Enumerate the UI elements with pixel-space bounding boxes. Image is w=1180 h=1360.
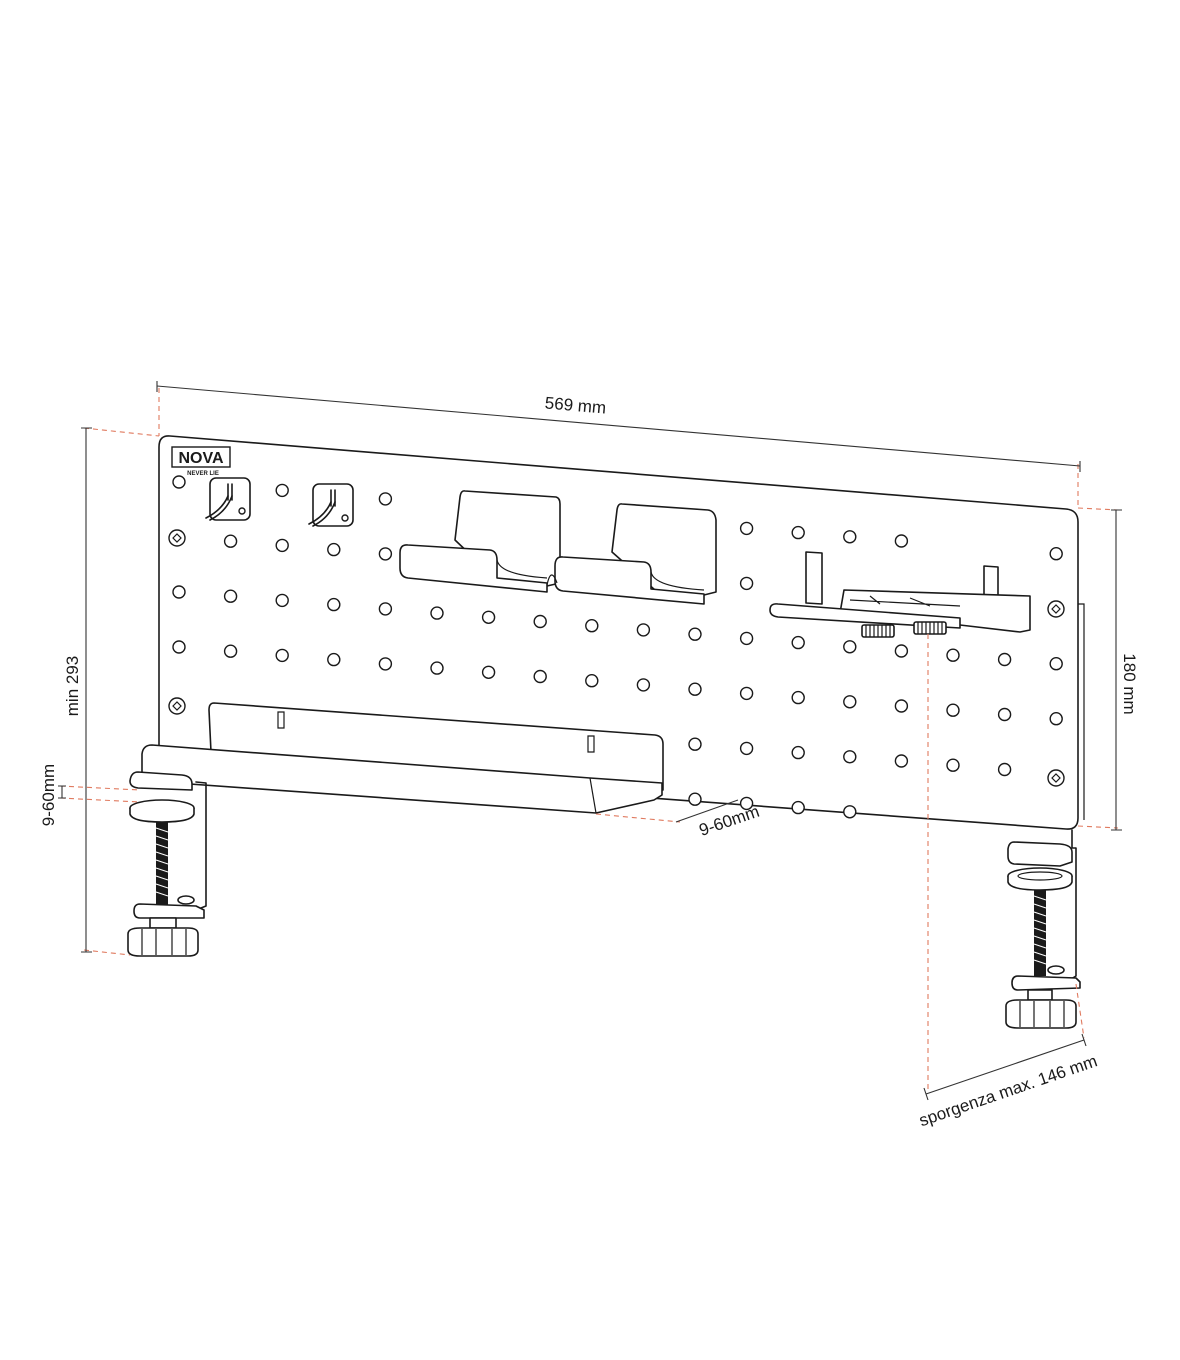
dimension-width: 569 mm xyxy=(156,381,1081,472)
peg-hole xyxy=(378,602,393,616)
clamp-left xyxy=(127,771,207,957)
peg-hole xyxy=(688,682,702,696)
peg-hole xyxy=(533,614,547,629)
peg-hole xyxy=(1049,712,1063,726)
dimension-min-height: min 293 xyxy=(63,427,92,953)
dimension-clamp-left: 9-60mm xyxy=(39,764,66,826)
peg-hole xyxy=(585,674,599,688)
peg-hole xyxy=(223,644,238,658)
cradle-holder-left xyxy=(399,490,561,593)
overhang-label: sporgenza max. 146 mm xyxy=(917,1051,1100,1130)
peg-hole xyxy=(739,631,754,646)
peg-hole xyxy=(997,762,1012,777)
screw-icon xyxy=(1047,769,1065,787)
hook-middle xyxy=(308,483,354,527)
peg-hole xyxy=(688,792,702,806)
peg-hole xyxy=(275,538,289,553)
peg-hole xyxy=(636,623,651,637)
brand-logo: NOVA NEVER LIE xyxy=(171,446,231,477)
peg-hole xyxy=(843,530,857,544)
peg-hole xyxy=(843,750,857,764)
peg-hole xyxy=(946,703,960,717)
width-label: 569 mm xyxy=(544,393,607,417)
peg-hole xyxy=(327,652,341,667)
dimension-overhang: sporgenza max. 146 mm xyxy=(917,1033,1100,1130)
peg-hole xyxy=(791,635,805,650)
peg-hole xyxy=(791,690,805,705)
peg-hole xyxy=(223,534,238,548)
peg-hole xyxy=(739,796,754,811)
hook-left xyxy=(205,477,251,521)
clamp-range-shelf-label: 9-60mm xyxy=(697,802,762,840)
peg-hole xyxy=(533,669,547,684)
screw-icons xyxy=(168,529,1065,787)
peg-hole xyxy=(1049,657,1063,671)
logo-name: NOVA xyxy=(178,450,223,467)
peg-hole xyxy=(739,741,754,756)
peg-hole xyxy=(688,627,702,641)
peg-hole xyxy=(843,695,857,709)
peg-hole xyxy=(946,648,960,662)
panel-height-label: 180 mm xyxy=(1120,653,1139,714)
cradle-holder-right xyxy=(546,503,717,605)
adjustable-tray xyxy=(769,551,1031,638)
peg-hole xyxy=(636,678,651,692)
peg-hole xyxy=(739,686,754,701)
dimension-clamp-shelf: 9-60mm xyxy=(675,799,762,840)
screw-icon xyxy=(168,529,186,547)
peg-hole xyxy=(894,754,909,768)
peg-hole xyxy=(997,652,1012,667)
peg-hole xyxy=(378,547,393,561)
peg-hole xyxy=(481,610,496,624)
peg-hole xyxy=(739,576,754,591)
peg-hole xyxy=(172,475,186,489)
bottom-shelf xyxy=(141,702,664,814)
peg-hole xyxy=(172,640,186,654)
peg-hole xyxy=(275,483,289,498)
peg-hole xyxy=(688,737,702,751)
peg-hole xyxy=(430,661,444,675)
peg-hole xyxy=(223,589,238,603)
peg-hole xyxy=(843,805,857,819)
peg-hole xyxy=(894,644,909,658)
peg-hole xyxy=(327,542,341,557)
peg-hole xyxy=(378,657,393,671)
peg-hole xyxy=(172,585,186,599)
peg-hole xyxy=(791,745,805,760)
peg-hole xyxy=(378,492,393,506)
clamp-right xyxy=(1005,829,1081,1029)
screw-icon xyxy=(168,697,186,715)
pegboard-holes xyxy=(172,475,1063,819)
screw-icon xyxy=(1047,600,1065,618)
peg-hole xyxy=(481,665,496,679)
peg-hole xyxy=(894,699,909,713)
peg-hole xyxy=(791,525,805,540)
peg-hole xyxy=(1049,547,1063,561)
dimension-panel-height: 180 mm xyxy=(1111,509,1139,831)
peg-hole xyxy=(430,606,444,620)
peg-hole xyxy=(894,534,909,548)
peg-hole xyxy=(791,800,805,815)
peg-hole xyxy=(739,521,754,536)
min-height-label: min 293 xyxy=(63,656,82,716)
peg-hole xyxy=(275,593,289,608)
peg-hole xyxy=(275,648,289,663)
logo-tagline: NEVER LIE xyxy=(187,471,219,477)
peg-hole xyxy=(946,758,960,772)
clamp-range-left-label: 9-60mm xyxy=(39,764,58,826)
extension-lines xyxy=(59,388,1119,1092)
peg-hole xyxy=(327,597,341,612)
peg-hole xyxy=(997,707,1012,722)
peg-hole xyxy=(585,619,599,633)
peg-hole xyxy=(843,640,857,654)
